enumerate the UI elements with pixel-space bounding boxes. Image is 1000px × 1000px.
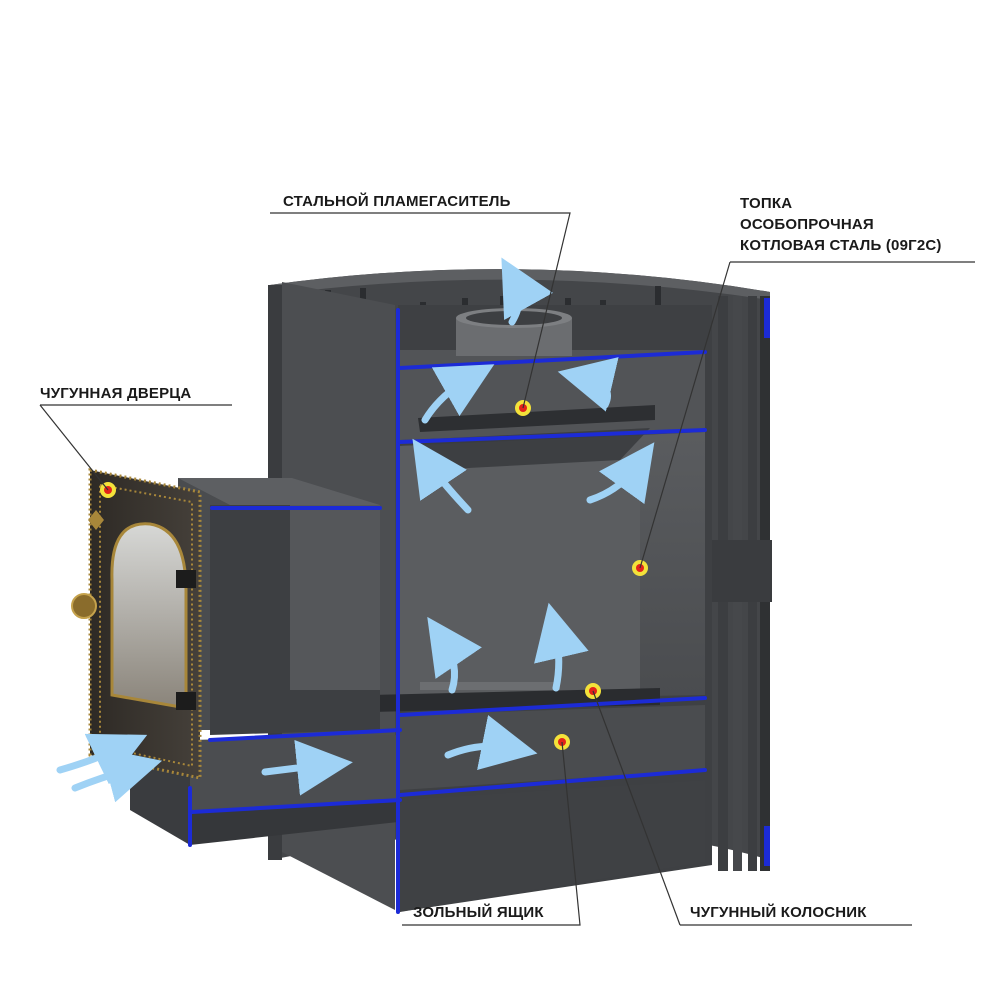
label-firebox-line1: ТОПКА xyxy=(740,195,793,212)
label-firebox-line3: КОТЛОВАЯ СТАЛЬ (09Г2С) xyxy=(740,237,942,254)
label-cast-iron-door: ЧУГУННАЯ ДВЕРЦА xyxy=(40,385,192,402)
cut-edges xyxy=(188,308,707,914)
label-firebox-line2: ОСОБОПРОЧНАЯ xyxy=(740,216,874,233)
cage-bars xyxy=(712,296,772,871)
leader-lines xyxy=(39,212,975,926)
airflow-arrows xyxy=(56,257,655,803)
label-firebox: ТОПКА ОСОБОПРОЧНАЯ КОТЛОВАЯ СТАЛЬ (09Г2С… xyxy=(740,193,942,256)
label-ash-box: ЗОЛЬНЫЙ ЯЩИК xyxy=(413,904,544,921)
label-cast-iron-grate: ЧУГУННЫЙ КОЛОСНИК xyxy=(690,904,867,921)
cast-iron-door xyxy=(71,468,202,780)
label-flame-arrester: СТАЛЬНОЙ ПЛАМЕГАСИТЕЛЬ xyxy=(283,193,511,210)
firebox-tunnel xyxy=(178,478,380,735)
